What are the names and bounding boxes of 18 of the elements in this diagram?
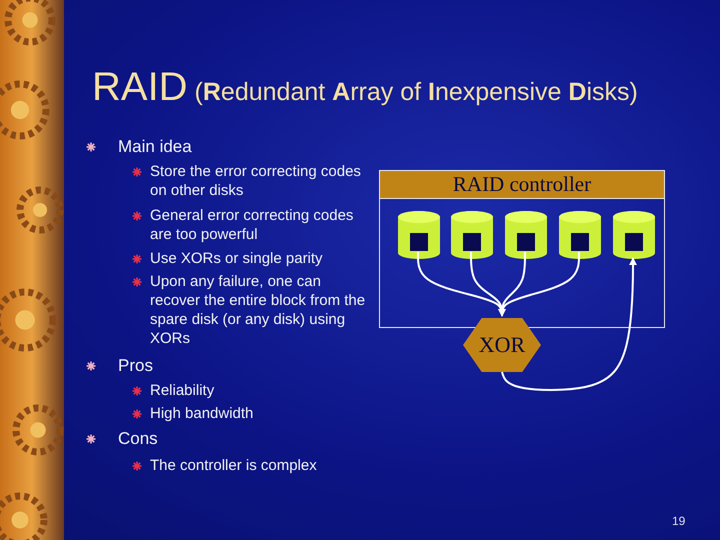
bullet-text: Store the error correcting codes on other disks xyxy=(150,162,362,200)
bullet-text: General error correcting codes are too powerful xyxy=(150,206,354,244)
bullet-text: Cons xyxy=(118,429,159,448)
slide-title: RAID (Redundant Array of Inexpensive Disks) xyxy=(92,64,638,111)
xor-hexagon xyxy=(463,318,541,372)
arrow xyxy=(501,257,637,391)
bullet-text: Pros xyxy=(118,356,154,375)
controller-header: RAID controller xyxy=(380,171,664,199)
page-number: 19 xyxy=(672,514,686,528)
bullet-text: High bandwidth xyxy=(150,404,254,423)
bullet-text: Reliability xyxy=(150,381,216,400)
controller-panel xyxy=(379,170,665,328)
xor-label: XOR xyxy=(478,332,526,358)
arrow xyxy=(498,252,580,317)
bullet-text: Upon any failure, one can recover the entire block from the spare disk (or any disk) using XORs xyxy=(150,272,366,348)
bullet-text: The controller is complex xyxy=(150,456,318,475)
bullet-text: Main idea xyxy=(118,137,193,156)
bullet-text: Use XORs or single parity xyxy=(150,249,324,268)
